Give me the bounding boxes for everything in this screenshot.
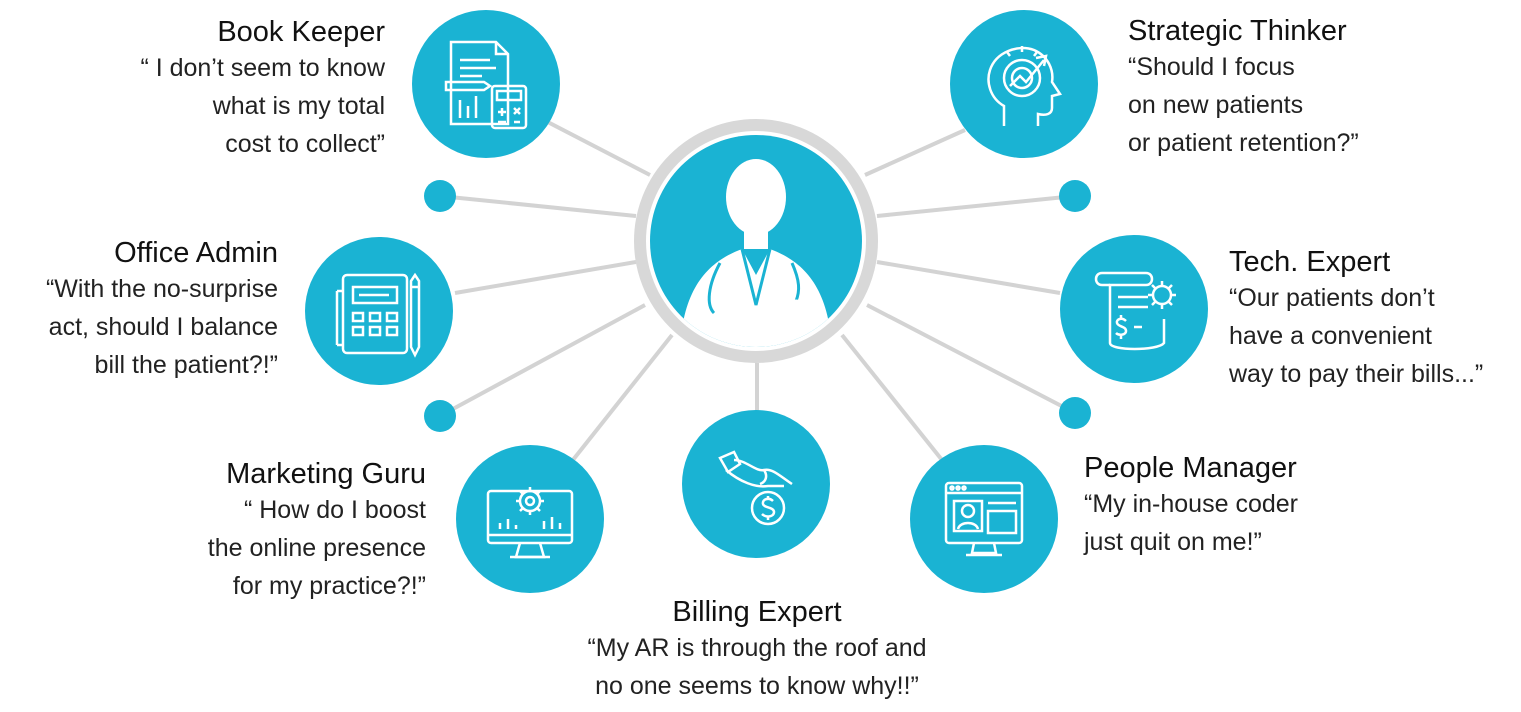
role-quote-line: or patient retention?”	[1128, 129, 1359, 157]
connector-book-keeper	[539, 116, 651, 177]
office-admin-label: Office Admin “With the no-surprise act, …	[0, 236, 278, 384]
role-quote-line: the online presence	[207, 534, 426, 562]
role-quote-line: what is my total	[212, 92, 385, 120]
connector-strategic-thinker	[864, 128, 966, 177]
marketing-guru-label: Marketing Guru “ How do I boost the onli…	[110, 457, 426, 605]
book-keeper-label: Book Keeper “ I don’t seem to know what …	[90, 15, 385, 163]
role-quote-line: “Our patients don’t	[1229, 284, 1435, 312]
role-quote-line: bill the patient?!”	[94, 351, 278, 379]
role-quote-line: just quit on me!”	[1084, 528, 1262, 556]
tech-expert-label: Tech. Expert “Our patients don’t have a …	[1229, 245, 1519, 393]
role-quote-line: have a convenient	[1229, 322, 1432, 350]
connector-dot-left-upper	[439, 194, 637, 218]
role-quote-line: “With the no-surprise	[45, 275, 278, 303]
invoice-calculator-icon	[412, 10, 560, 158]
connector-dot-right-lower	[866, 303, 1076, 415]
connector-tech-expert	[876, 260, 1061, 295]
role-title: Marketing Guru	[226, 458, 426, 490]
role-quote-line: “My AR is through the roof and	[587, 634, 927, 662]
office-phone-calculator-icon	[305, 237, 453, 385]
connector-office-admin	[454, 260, 637, 295]
connector-dot-right-lower-marker	[1059, 397, 1091, 429]
strategic-thinker-label: Strategic Thinker “Should I focus on new…	[1128, 14, 1428, 162]
doctor-icon	[650, 135, 862, 347]
role-quote-line: on new patients	[1128, 91, 1304, 119]
connector-dot-left-lower-marker	[424, 400, 456, 432]
connector-people-manager	[840, 333, 952, 472]
bill-scroll-gear-icon	[1060, 235, 1208, 383]
role-title: Billing Expert	[672, 596, 842, 628]
role-title: Strategic Thinker	[1128, 15, 1347, 47]
role-quote-line: “ How do I boost	[243, 496, 426, 524]
connector-dot-right-upper	[876, 194, 1076, 218]
role-title: People Manager	[1084, 452, 1297, 484]
role-quote-line: “My in-house coder	[1084, 490, 1298, 518]
monitor-gear-chart-icon	[456, 445, 604, 593]
role-quote-line: “ I don’t seem to know	[140, 54, 385, 82]
connector-dot-right-upper-marker	[1059, 180, 1091, 212]
head-target-growth-icon	[950, 10, 1098, 158]
role-title: Office Admin	[114, 237, 278, 269]
role-quote-line: no one seems to know why!!”	[595, 672, 919, 700]
role-quote-line: for my practice?!”	[232, 572, 426, 600]
connector-dot-left-lower	[439, 303, 646, 418]
role-quote-line: “Should I focus	[1128, 53, 1295, 81]
connector-marketing-guru	[563, 333, 674, 472]
role-quote-line: way to pay their bills...”	[1229, 360, 1484, 388]
billing-expert-label: Billing Expert “My AR is through the roo…	[520, 595, 994, 705]
role-quote-line: act, should I balance	[48, 313, 278, 341]
hand-stethoscope-dollar-icon	[682, 410, 830, 558]
people-manager-label: People Manager “My in-house coder just q…	[1084, 451, 1384, 561]
browser-profile-icon	[910, 445, 1058, 593]
connector-dot-left-upper-marker	[424, 180, 456, 212]
role-quote-line: cost to collect”	[225, 130, 385, 158]
role-title: Book Keeper	[217, 16, 385, 48]
role-title: Tech. Expert	[1229, 246, 1391, 278]
